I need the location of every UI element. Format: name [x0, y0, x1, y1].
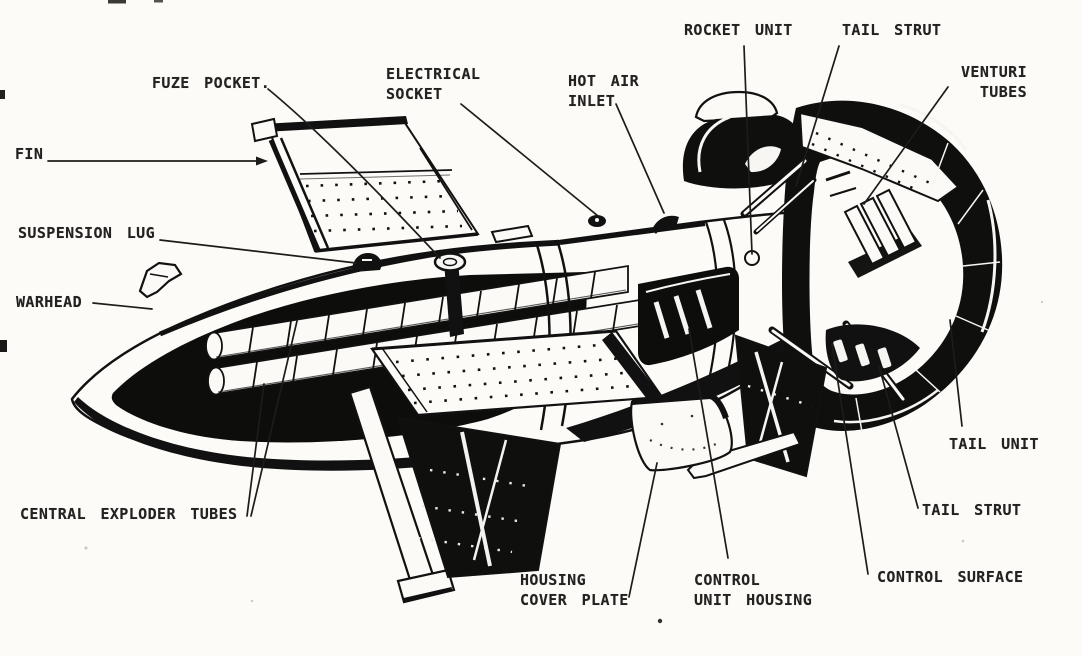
leader-fuze-pocket	[267, 88, 441, 259]
label-tail-strut-bottom: TAIL STRUT	[922, 501, 1022, 519]
label-fuze-pocket: FUZE POCKET.	[152, 74, 271, 92]
venturi-tubes-shape	[843, 188, 922, 278]
control-unit-housing-shape	[638, 266, 739, 366]
leader-tail-strut-bottom	[878, 365, 919, 509]
fin-shape	[250, 116, 480, 253]
leader-tail-strut-top	[795, 45, 840, 187]
stray-dot	[657, 618, 663, 624]
label-fin: FIN	[15, 145, 44, 163]
leader-hot-air-inlet	[615, 103, 665, 214]
control-surface-shape	[825, 324, 920, 382]
label-tail-unit: TAIL UNIT	[949, 435, 1039, 453]
label-tail-strut-top: TAIL STRUT	[842, 21, 942, 39]
leader-tail-unit	[949, 319, 963, 427]
front-lug-bracket	[138, 261, 183, 299]
hot-air-inlet-shape	[652, 215, 679, 234]
label-control-surface: CONTROL SURFACE	[877, 568, 1024, 586]
body-fittings	[138, 215, 679, 299]
scan-artifacts	[0, 0, 1044, 603]
label-rocket-unit: ROCKET UNIT	[684, 21, 793, 39]
lower-fin-shape	[396, 416, 562, 579]
label-central-exploder-tubes: CENTRAL EXPLODER TUBES	[20, 505, 238, 523]
suspension-lug-shape	[352, 253, 382, 272]
leader-rocket-unit	[743, 45, 753, 255]
fuze-pocket-shape	[433, 252, 467, 337]
leader-suspension-lug	[159, 239, 357, 264]
leader-control-surface	[831, 343, 869, 575]
leader-warhead	[92, 302, 153, 310]
rear-lower-fin-shape	[686, 334, 828, 480]
leader-central-exploder-tubes-2	[250, 320, 298, 517]
leader-control-unit-housing	[688, 328, 729, 559]
leader-venturi-tubes	[863, 86, 949, 205]
label-warhead: WARHEAD	[16, 293, 83, 311]
leader-fin	[47, 156, 268, 166]
label-suspension-lug: SUSPENSION LUG	[18, 224, 156, 242]
leader-central-exploder-tubes-1	[246, 383, 265, 517]
leader-electrical-socket	[460, 103, 599, 217]
housing-cover-plate-shape	[630, 392, 733, 472]
leader-housing-cover-plate	[628, 462, 658, 598]
leader-lines	[47, 45, 963, 598]
